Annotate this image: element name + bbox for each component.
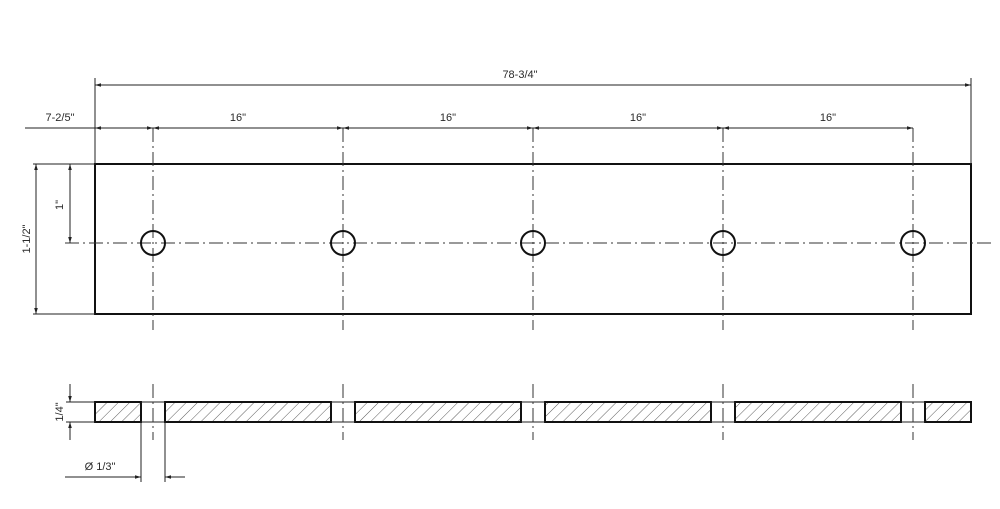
overall-length-dimension: 78-3/4" bbox=[94, 69, 972, 164]
section-solid bbox=[924, 401, 972, 423]
top-view-holes bbox=[140, 128, 926, 330]
spacing-label-3: 16" bbox=[630, 112, 646, 124]
spacing-label-1: 16" bbox=[230, 112, 246, 124]
hole-diameter-label: Ø 1/3" bbox=[85, 461, 116, 473]
edge-offset-label: 7-2/5" bbox=[46, 112, 75, 124]
plate-width-label: 1-1/2" bbox=[21, 224, 33, 253]
plate-width-dimension: 1-1/2" bbox=[21, 163, 95, 315]
hole-offset-dimension: 1" bbox=[54, 164, 72, 243]
overall-length-label: 78-3/4" bbox=[502, 69, 537, 81]
mounting-hole bbox=[520, 230, 546, 256]
section-solid bbox=[354, 401, 522, 423]
section-solid bbox=[164, 401, 332, 423]
section-solid bbox=[544, 401, 712, 423]
thickness-dimension: 1/4" bbox=[54, 384, 95, 440]
spacing-label-2: 16" bbox=[440, 112, 456, 124]
thickness-label: 1/4" bbox=[54, 402, 66, 421]
spacing-label-4: 16" bbox=[820, 112, 836, 124]
mounting-hole bbox=[900, 230, 926, 256]
section-solid bbox=[734, 401, 902, 423]
hole-offset-label: 1" bbox=[54, 200, 66, 210]
mounting-hole bbox=[140, 230, 166, 256]
hole-spacing-dimension: 7-2/5" 16" 16" 16" 16" bbox=[25, 112, 913, 130]
section-solid bbox=[94, 401, 142, 423]
plate-section-view bbox=[94, 384, 972, 440]
mounting-hole bbox=[330, 230, 356, 256]
mounting-hole bbox=[710, 230, 736, 256]
hole-diameter-dimension: Ø 1/3" bbox=[65, 422, 185, 482]
